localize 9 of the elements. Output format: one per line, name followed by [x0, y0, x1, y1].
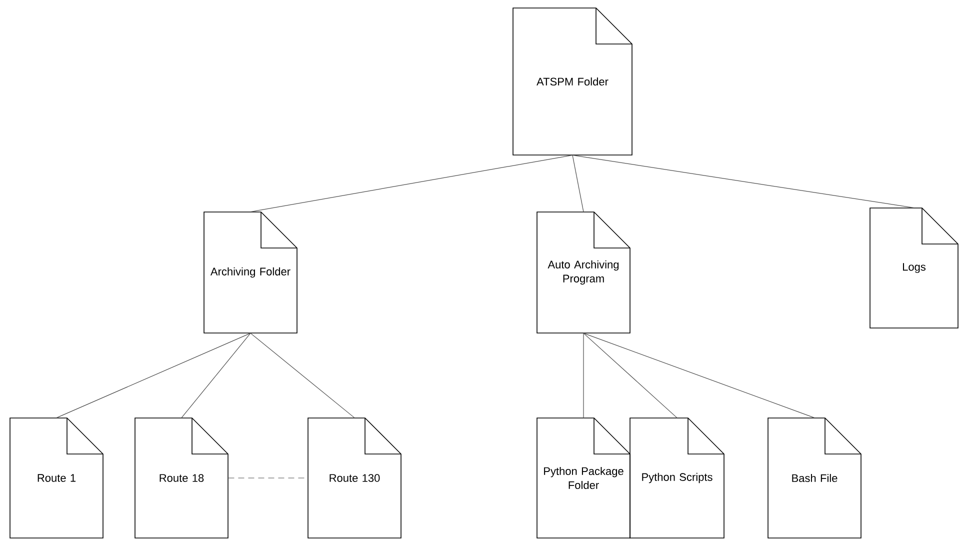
- connector-line: [583, 332, 678, 418]
- connector-line: [250, 332, 355, 418]
- connector-line: [250, 154, 573, 212]
- connector-line: [583, 332, 584, 418]
- connector-line: [56, 332, 251, 418]
- connector-line: [583, 332, 815, 418]
- connector-line: [181, 332, 251, 418]
- connector-line: [572, 154, 914, 208]
- connector-line: [572, 154, 584, 212]
